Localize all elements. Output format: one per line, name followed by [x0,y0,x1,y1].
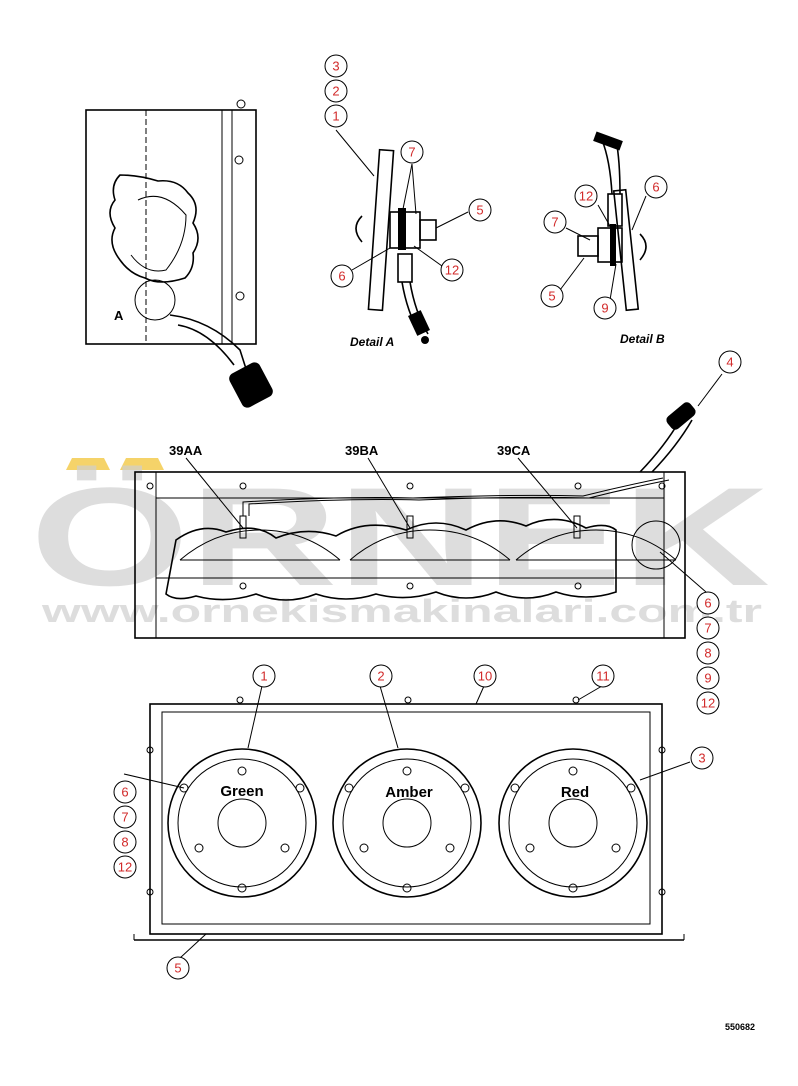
svg-text:1: 1 [260,669,267,684]
watermark-url: www.ornekismakinalari.com.tr [40,593,762,629]
callout-front-11: 11 [591,664,615,688]
callout-detail-a-5: 5 [468,198,492,222]
top-view-cutaway [165,518,617,601]
callout-right-12: 12 [696,691,720,715]
callout-left-7: 7 [113,805,137,829]
callout-front-1: 1 [252,664,276,688]
svg-text:5: 5 [476,203,483,218]
callout-left-6: 6 [113,780,137,804]
lamp-amber: Amber [332,748,482,898]
svg-text:1: 1 [332,109,339,124]
callouts: 3 2 1 7 5 6 12 12 6 7 5 9 4 6 7 8 9 12 1… [113,54,742,980]
svg-text:11: 11 [596,669,610,684]
svg-text:3: 3 [332,59,339,74]
callout-cable-4: 4 [718,350,742,374]
svg-text:10: 10 [478,669,492,684]
svg-text:5: 5 [174,961,181,976]
callout-detail-a-6: 6 [330,264,354,288]
callout-top-2: 2 [324,79,348,103]
svg-text:8: 8 [121,835,128,850]
side-cable-connector [229,362,273,408]
watermark-accent-right [120,458,164,470]
svg-text:12: 12 [701,696,715,711]
lamp-label-red: Red [561,784,589,801]
front-view-housing [149,703,663,935]
svg-text:8: 8 [704,646,711,661]
lamp-label-green: Green [220,783,263,800]
cable-connector [666,402,696,430]
circuit-label-39ca: 39CA [497,443,531,458]
callout-left-8: 8 [113,830,137,854]
lamp-label-amber: Amber [385,784,433,801]
svg-text:7: 7 [551,215,558,230]
leader-lines [123,129,723,959]
svg-text:12: 12 [445,263,459,278]
side-view-cutaway [109,174,199,283]
callout-detail-b-12: 12 [574,184,598,208]
callout-detail-b-5: 5 [540,284,564,308]
callout-bottom-5: 5 [166,956,190,980]
detail-b: Detail B [577,131,665,346]
side-view-housing [85,109,257,345]
svg-text:12: 12 [579,189,593,204]
callout-right-9: 9 [696,666,720,690]
callout-detail-b-6: 6 [644,175,668,199]
callout-right-8: 8 [696,641,720,665]
circuit-label-39aa: 39AA [169,443,203,458]
callout-front-right-3: 3 [690,746,714,770]
top-view: 39AA 39BA 39CA [134,402,696,639]
watermark: ÖRNEK www.ornekismakinalari.com.tr [30,458,770,629]
svg-text:3: 3 [698,751,705,766]
svg-text:5: 5 [548,289,555,304]
side-cable [169,314,249,376]
svg-text:9: 9 [704,671,711,686]
callout-detail-a-7: 7 [400,140,424,164]
svg-text:6: 6 [121,785,128,800]
svg-text:12: 12 [118,860,132,875]
callout-detail-b-9: 9 [593,296,617,320]
lamp-red: Red [498,748,648,898]
callout-detail-a-12: 12 [440,258,464,282]
callout-front-2: 2 [369,664,393,688]
lamp-green: Green [167,748,317,898]
front-view: Green Amber Red [133,696,685,941]
svg-text:7: 7 [408,145,415,160]
callout-top-3: 3 [324,54,348,78]
top-view-housing [134,471,686,639]
detail-b-title: Detail B [620,332,665,346]
callout-right-6: 6 [696,591,720,615]
drawing-code: 550682 [725,1022,755,1032]
svg-text:2: 2 [332,84,339,99]
callout-detail-b-7: 7 [543,210,567,234]
detail-a-title: Detail A [350,335,394,349]
circuit-label-39ba: 39BA [345,443,379,458]
svg-text:7: 7 [121,810,128,825]
svg-text:6: 6 [338,269,345,284]
svg-text:7: 7 [704,621,711,636]
svg-text:2: 2 [377,669,384,684]
svg-text:4: 4 [726,355,733,370]
svg-text:6: 6 [704,596,711,611]
callout-top-1: 1 [324,104,348,128]
svg-text:6: 6 [652,180,659,195]
callout-front-10: 10 [473,664,497,688]
detail-a-marker: A [114,308,124,323]
detail-a-marker-circle [134,279,176,321]
svg-text:9: 9 [601,301,608,316]
side-view: A [85,99,273,408]
watermark-accent-left [66,458,110,470]
callout-left-12: 12 [113,855,137,879]
callout-right-7: 7 [696,616,720,640]
detail-a: Detail A [350,148,437,349]
